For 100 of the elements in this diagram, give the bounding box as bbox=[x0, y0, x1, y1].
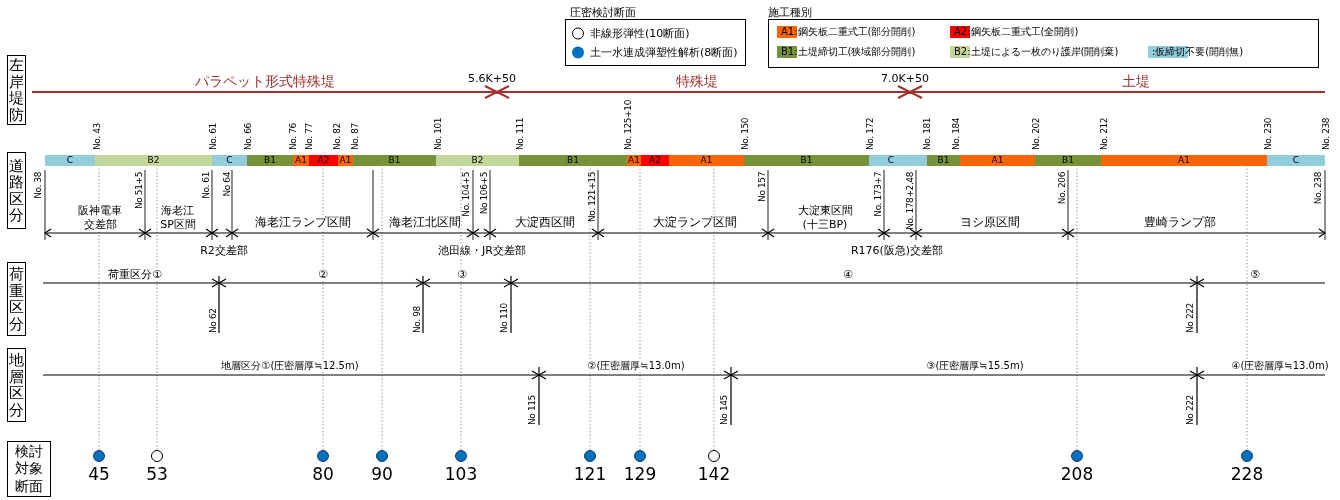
stratum-zone-label: 地層区分①(圧密層厚≒12.5m) bbox=[221, 360, 359, 372]
bar-segment: C bbox=[212, 155, 247, 166]
station-label: No 145 bbox=[719, 395, 729, 425]
legend-text: 土一水連成弾塑性解析(8断面) bbox=[590, 45, 738, 59]
station-label: No. 61 bbox=[208, 123, 218, 150]
station-label: No. 43 bbox=[92, 123, 102, 150]
dotted-guide-line bbox=[460, 165, 462, 451]
stratum-zone-label: ②(圧密層厚≒13.0m) bbox=[587, 360, 685, 372]
station-label: No. 173+7 bbox=[873, 172, 883, 217]
station-label: No. 238 bbox=[1321, 117, 1331, 150]
row-header: 荷重区分 bbox=[7, 262, 26, 336]
station-label: No. 82 bbox=[332, 123, 342, 150]
row-header: 地層区分 bbox=[7, 348, 26, 422]
section-number: 121 bbox=[573, 465, 607, 484]
station-label: No. 38 bbox=[33, 172, 43, 199]
dotted-guide-line bbox=[98, 165, 100, 451]
station-label: No. 212 bbox=[1099, 117, 1109, 150]
section-number: 45 bbox=[88, 465, 110, 484]
bar-segment: C bbox=[869, 155, 913, 166]
legend-text: B2:土堤による一枚のり護岸(開削棄) bbox=[953, 46, 1119, 58]
crossing-label: R176(阪急)交差部 bbox=[850, 243, 944, 257]
bar-segment: B1 bbox=[744, 155, 869, 166]
section-number: 90 bbox=[371, 465, 393, 484]
bar-segment: B1 bbox=[1035, 155, 1101, 166]
station-label: No. 76 bbox=[288, 123, 298, 150]
section-number: 80 bbox=[312, 465, 334, 484]
bar-segment: C bbox=[1267, 155, 1325, 166]
section-number: 129 bbox=[623, 465, 657, 484]
station-label: No. 181 bbox=[922, 117, 932, 150]
station-label: No. 172 bbox=[865, 117, 875, 150]
levee-type-label: 特殊堤 bbox=[676, 73, 718, 89]
load-zone-label: ③ bbox=[457, 267, 467, 281]
stratum-zone-label: ③(圧密層厚≒15.5m) bbox=[926, 360, 1024, 372]
station-label: No. 121+15 bbox=[587, 172, 597, 222]
station-label: No. 66 bbox=[243, 123, 253, 150]
section-number: 228 bbox=[1230, 465, 1264, 484]
bar-segment: A1 bbox=[960, 155, 1035, 166]
station-label: No. 101 bbox=[433, 117, 443, 150]
station-label: No. 178+2.48 bbox=[905, 172, 915, 230]
section-number: 53 bbox=[146, 465, 168, 484]
station-label: No. 125+10 bbox=[623, 100, 633, 150]
row-header: 道路区分 bbox=[7, 152, 26, 229]
levee-type-label: 土堤 bbox=[1122, 73, 1150, 89]
station-label: No. 202 bbox=[1031, 117, 1041, 150]
bar-segment: B2 bbox=[436, 155, 519, 166]
section-number: 103 bbox=[444, 465, 478, 484]
bar-segment: B2 bbox=[95, 155, 212, 166]
bar-segment: A1 bbox=[669, 155, 744, 166]
bar-segment: A2 bbox=[641, 155, 669, 166]
section-label: 海老江北区間 bbox=[389, 215, 461, 229]
section-label: 阪神電車交差部 bbox=[76, 204, 124, 232]
row-header: 検討対象断面 bbox=[7, 441, 51, 497]
load-zone-label: ② bbox=[318, 267, 328, 281]
station-label: No. 111 bbox=[515, 117, 525, 150]
station-label: No. 150 bbox=[740, 117, 750, 150]
section-label: ヨシ原区間 bbox=[960, 215, 1020, 229]
station-label: No. 206 bbox=[1057, 172, 1067, 205]
bar-segment bbox=[913, 155, 927, 166]
bar-segment: A1 bbox=[293, 155, 309, 166]
station-label: No. 230 bbox=[1263, 117, 1273, 150]
station-label: No. 77 bbox=[304, 123, 314, 150]
section-label: 大淀東区間(十三BP) bbox=[796, 204, 854, 232]
dotted-guide-line bbox=[1076, 165, 1078, 451]
station-label: No. 98 bbox=[412, 306, 422, 333]
legend-heading: 施工種別 bbox=[768, 5, 812, 19]
stratum-zone-label: ④(圧密層厚≒13.0m) bbox=[1231, 360, 1329, 372]
station-label: No. 184 bbox=[951, 117, 961, 150]
dotted-guide-line bbox=[589, 165, 591, 451]
load-zone-label: ⑤ bbox=[1250, 267, 1260, 281]
station-label: No 110 bbox=[499, 303, 509, 333]
station-label: No 222 bbox=[1185, 395, 1195, 425]
station-label: No. 61 bbox=[201, 172, 211, 199]
station-label: No 157 bbox=[757, 172, 767, 202]
load-zone-label: ④ bbox=[843, 267, 853, 281]
dotted-guide-line bbox=[1246, 165, 1248, 451]
legend-text: 非線形弾性(10断面) bbox=[590, 26, 690, 40]
section-label: 大淀西区間 bbox=[515, 215, 575, 229]
station-label: No. 87 bbox=[350, 123, 360, 150]
bar-segment: A2 bbox=[309, 155, 338, 166]
levee-type-label: パラペット形式特殊堤 bbox=[195, 73, 335, 89]
station-label: No 222 bbox=[1185, 303, 1195, 333]
section-label: 海老江SP区間 bbox=[159, 204, 197, 232]
chainage-label: 5.6K+50 bbox=[468, 71, 516, 85]
crossing-label: 池田線・JR交差部 bbox=[438, 243, 526, 257]
bar-segment: C bbox=[45, 155, 95, 166]
legend-text: :仮締切不要(開削無) bbox=[1151, 46, 1244, 58]
bar-segment: B1 bbox=[247, 155, 293, 166]
bar-segment: B1 bbox=[927, 155, 960, 166]
legend-heading: 圧密検討断面 bbox=[570, 5, 636, 19]
crossing-label: R2交差部 bbox=[200, 243, 248, 257]
station-label: No 64 bbox=[222, 172, 232, 197]
load-zone-label: 荷重区分① bbox=[108, 267, 162, 281]
section-number: 208 bbox=[1060, 465, 1094, 484]
section-label: 大淀ランプ区間 bbox=[653, 215, 737, 229]
dotted-guide-line bbox=[713, 165, 715, 451]
bar-segment: A1 bbox=[338, 155, 353, 166]
bar-segment: B1 bbox=[519, 155, 627, 166]
station-label: No. 104+5 bbox=[461, 172, 471, 217]
row-header: 左岸堤防 bbox=[7, 55, 26, 125]
dotted-guide-line bbox=[381, 165, 383, 451]
